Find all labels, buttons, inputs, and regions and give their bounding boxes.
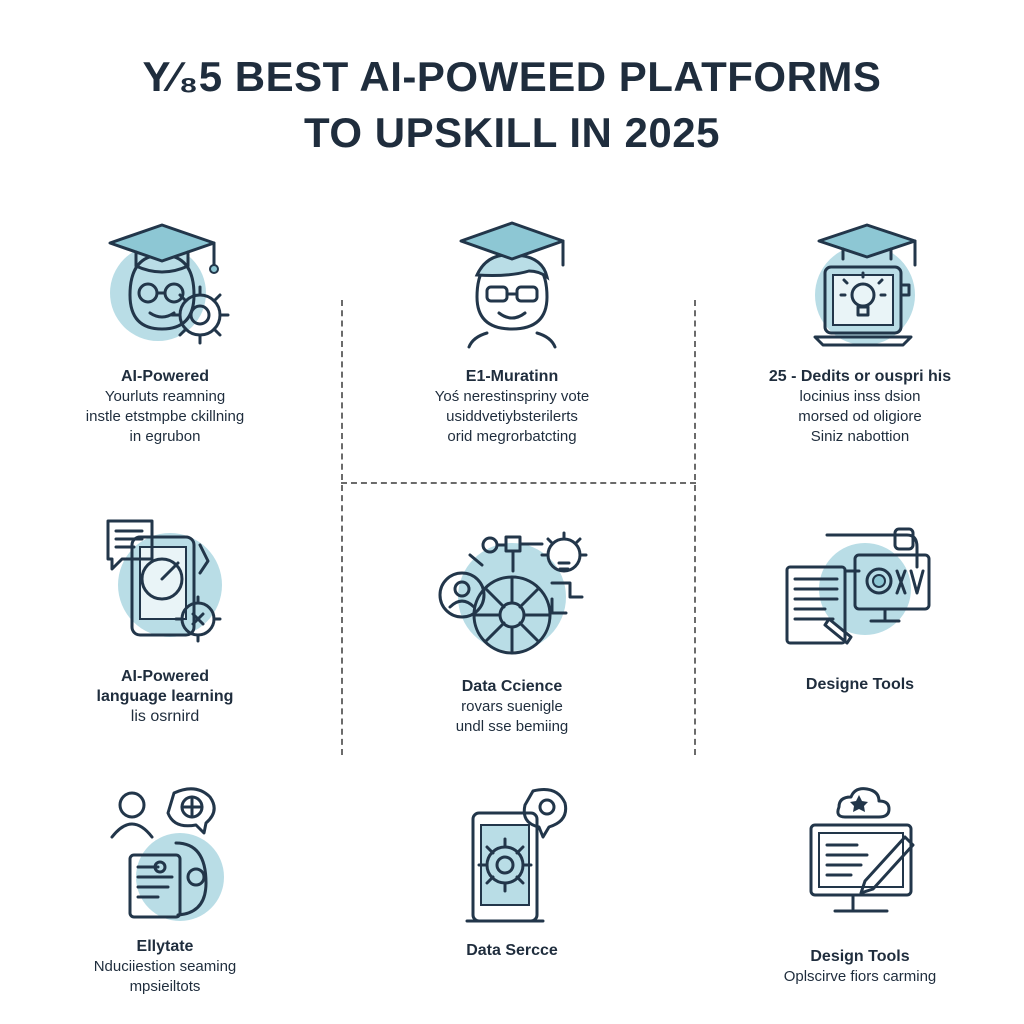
platform-card: Design Tools Oplscirve fiors carming	[710, 785, 1010, 987]
divider-horizontal	[341, 482, 696, 484]
platform-desc: in egrubon	[129, 428, 201, 445]
platform-card: Data Sercce	[362, 785, 662, 961]
platform-desc: lis osrnird	[130, 708, 200, 725]
platform-label: Designe Tools	[805, 676, 915, 693]
monitor-pencil-cloud-icon	[809, 787, 915, 913]
platform-desc: morsed od oligiore	[798, 408, 922, 425]
platform-desc: Siniz nabottion	[810, 428, 910, 445]
platform-desc: usiddvetiybsterilerts	[446, 408, 578, 425]
platform-desc: Yoś nerestinspriny vote	[434, 388, 590, 405]
divider-vertical	[341, 485, 343, 755]
platform-label: Design Tools	[810, 948, 910, 965]
platform-desc: Oplscirve fiors carming	[783, 968, 937, 985]
platform-desc: locinius inss dsion	[799, 388, 921, 405]
platform-label: Data Ccience	[461, 678, 563, 695]
platform-desc: Yourluts reamning	[104, 388, 226, 405]
graduate-person-icon	[459, 221, 565, 349]
platform-desc: rovars suenigle	[461, 698, 563, 715]
laptop-lightbulb-icon	[813, 223, 917, 347]
platform-label: AI-Powered	[120, 668, 209, 685]
platform-desc: language learning	[96, 688, 234, 705]
divider-vertical	[694, 485, 696, 755]
platform-desc: Nduciiestion seaming	[93, 958, 237, 975]
platform-desc: mpsieiltots	[129, 978, 201, 995]
platform-card: AI-Powered language learning lis osrnird	[15, 515, 315, 727]
design-document-monitor-icon	[785, 527, 931, 645]
platform-card: E1-Muratinn Yoś nerestinspriny vote usid…	[362, 215, 662, 447]
platform-desc: instle etstmpbe ckillning	[85, 408, 245, 425]
platform-label: Data Sercce	[466, 942, 558, 959]
platform-label: Ellytate	[136, 938, 194, 955]
platform-label: E1-Muratinn	[465, 368, 559, 385]
platform-card: Ellytate Nduciiestion seaming mpsieiltot…	[15, 785, 315, 997]
tablet-chat-gear-icon	[106, 519, 222, 643]
data-network-icon	[438, 531, 588, 655]
platform-label: 25 - Dedits or ouspri his	[768, 368, 952, 385]
platform-card: Designe Tools	[710, 515, 1010, 695]
person-document-globe-icon	[110, 787, 224, 921]
platform-card: Data Ccience rovars suenigle undl sse be…	[362, 515, 662, 737]
graduate-gear-icon	[108, 223, 230, 345]
title-line-2: TO UPSKILL IN 2025	[304, 109, 720, 156]
platform-card: 25 - Dedits or ouspri his locinius inss …	[710, 215, 1010, 447]
platform-label: AI-Powered	[120, 368, 209, 385]
title-line-1: Y⁄₈5 BEST AI-POWEED PLATFORMS	[142, 53, 882, 100]
platform-desc: undl sse bemiing	[455, 718, 569, 735]
platform-desc: orid megrorbatcting	[447, 428, 577, 445]
divider-vertical	[341, 300, 343, 480]
divider-vertical	[694, 300, 696, 480]
platform-card: AI-Powered Yourluts reamning instle etst…	[15, 215, 315, 447]
tablet-gear-icon	[465, 788, 568, 923]
